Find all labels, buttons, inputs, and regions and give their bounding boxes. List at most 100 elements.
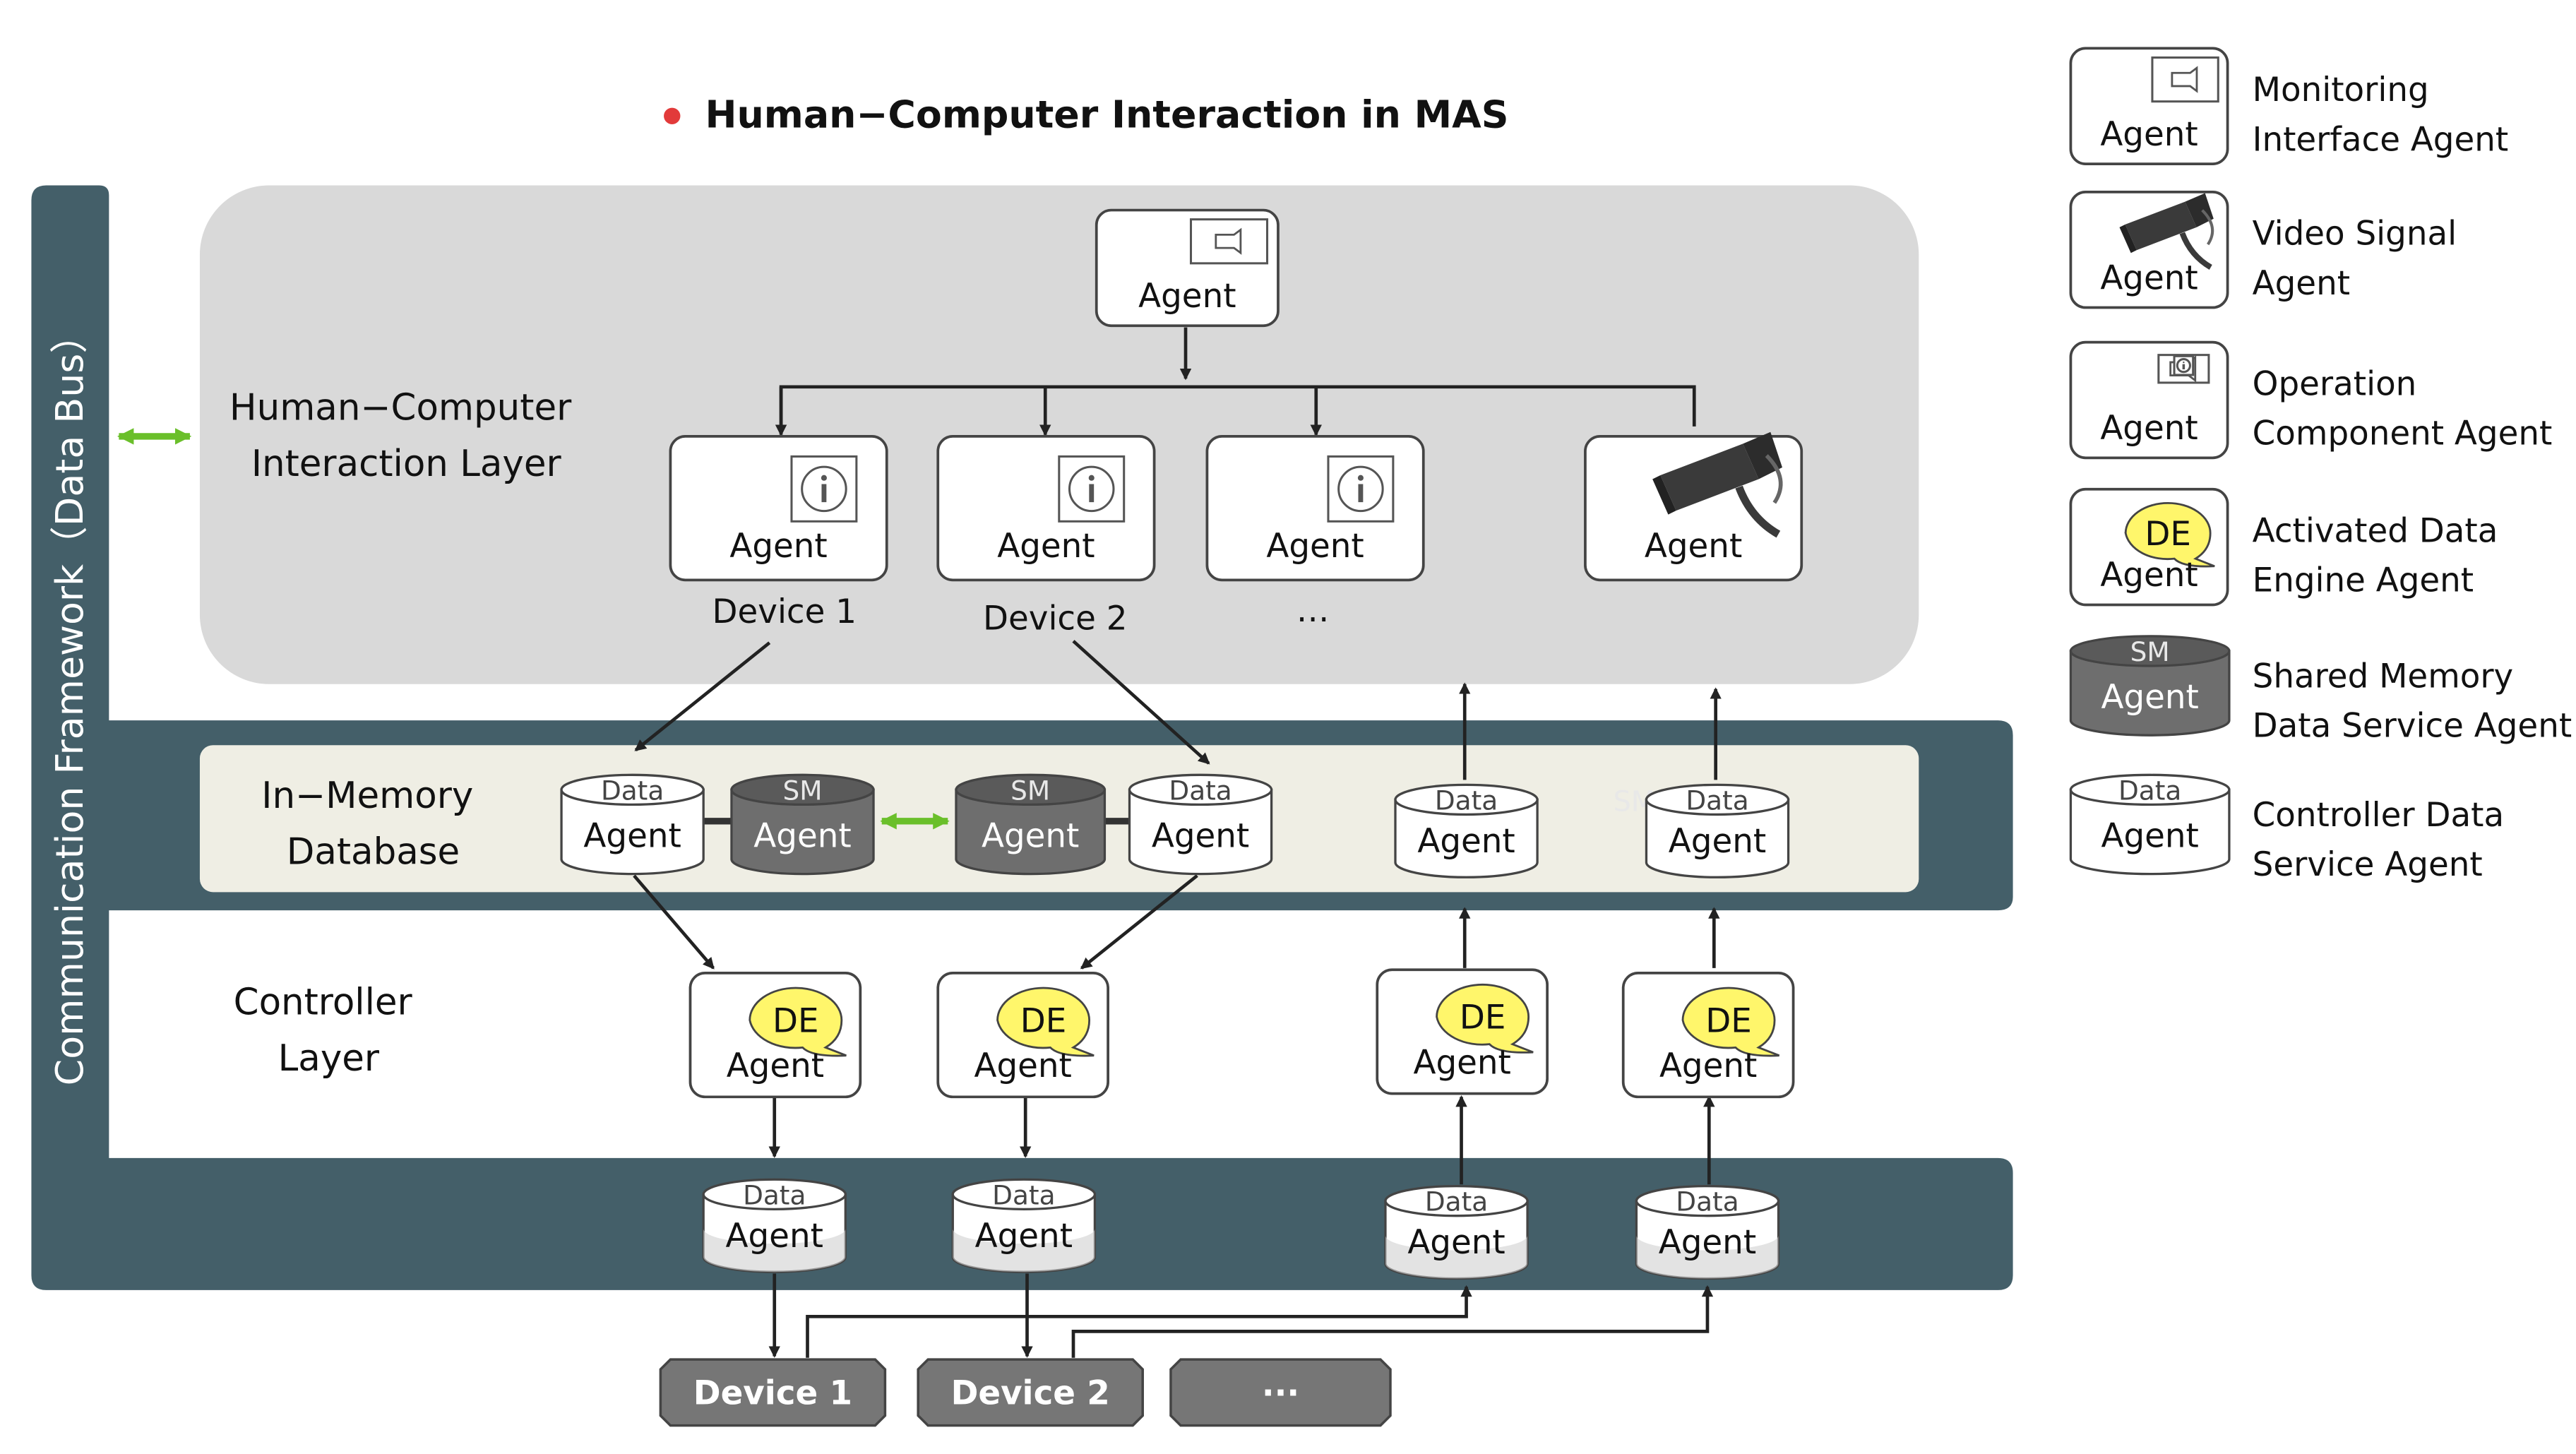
cylinder-top	[955, 773, 1107, 806]
monitor-icon	[2151, 56, 2219, 103]
camera-hood	[1743, 431, 1782, 479]
legend-label-line1: Shared Memory	[2253, 657, 2514, 696]
legend-label-line2: Agent	[2253, 265, 2350, 303]
agent-label: Agent	[2101, 679, 2198, 717]
cylinder-body	[560, 788, 705, 876]
agent-label: Agent	[975, 1217, 1073, 1256]
agent-label: Agent	[753, 818, 851, 856]
info-circle	[1337, 465, 1384, 513]
cylinder-top	[951, 1178, 1097, 1210]
legend-label-line1: Activated Data	[2253, 513, 2498, 551]
video-camera-icon	[1652, 431, 1783, 538]
data-label: Data	[601, 775, 664, 806]
device-label: Device 1	[693, 1374, 852, 1412]
de-badge-text: DE	[1705, 1002, 1752, 1040]
data-label: Data	[2118, 775, 2181, 806]
cylinder-body	[955, 788, 1107, 876]
legend-icon-operation: Agent	[2069, 340, 2229, 460]
cylinder-top	[1128, 773, 1273, 806]
agent-label: Agent	[1138, 278, 1236, 316]
agent-label: Agent	[2100, 259, 2198, 297]
imdb-to-de1-arrow	[633, 874, 715, 970]
legend-label-line2: Engine Agent	[2253, 562, 2474, 600]
data-label: Data	[1676, 1186, 1739, 1217]
legend-label-line2: Data Service Agent	[2253, 708, 2572, 746]
camera-glyph	[1215, 227, 1242, 255]
physical-device-1: Device 1	[659, 1358, 887, 1427]
device2-feedback-line	[1071, 1285, 1714, 1358]
info-dot	[1357, 475, 1364, 481]
legend-label-line2: Interface Agent	[2253, 121, 2509, 159]
legend-label-line2: Component Agent	[2253, 415, 2553, 453]
cylinder-shade	[1636, 1235, 1779, 1279]
cylinder-top	[1394, 783, 1539, 816]
cylinder-shade	[703, 1229, 846, 1273]
cylinder-top	[1384, 1184, 1529, 1217]
device-label: ···	[1262, 1374, 1299, 1412]
legend-label-line1: Operation	[2253, 365, 2417, 403]
cylinder-body	[1128, 788, 1273, 876]
cylinder-top	[2069, 635, 2231, 667]
de-bubble-icon	[749, 987, 847, 1057]
de-bubble-icon	[1681, 987, 1780, 1057]
data-engine-agent-2: DE Agent	[936, 972, 1109, 1099]
cylinder-top	[1635, 1184, 1780, 1217]
agent-label: Agent	[583, 818, 681, 856]
camera-mount	[2179, 232, 2212, 270]
camera-lens	[2119, 224, 2137, 254]
de-bubble-icon	[2124, 502, 2215, 568]
agent-label: Agent	[1152, 818, 1249, 856]
physical-device-2: Device 2	[917, 1358, 1144, 1427]
agent-label: Agent	[1407, 1224, 1505, 1262]
hci-layer-label: Human−Computer Interaction Layer	[229, 387, 583, 486]
data-label: Data	[1425, 1186, 1488, 1217]
operation-agent-device-2: Agent	[936, 435, 1156, 582]
agent-label: Agent	[2100, 556, 2198, 595]
video-signal-agent: Agent	[1584, 431, 1803, 582]
imdb-to-de2-arrow	[1080, 874, 1198, 970]
device-tile	[659, 1358, 887, 1427]
info-circle	[2176, 358, 2191, 374]
video-camera-icon	[2119, 193, 2214, 270]
agent-label: Agent	[727, 1047, 824, 1085]
camera-lens	[1652, 475, 1676, 515]
agent-label: Agent	[982, 818, 1079, 856]
cylinder-top	[702, 1178, 847, 1210]
device2-to-data-arrow	[1072, 640, 1210, 765]
data-bus-label: Communication Framework（Data Bus）	[47, 316, 92, 1085]
info-dot	[821, 475, 827, 481]
legend-label-line2: Service Agent	[2253, 846, 2483, 884]
de-badge-text: DE	[1020, 1002, 1067, 1040]
info-dot	[2183, 361, 2185, 364]
cylinder-top	[730, 773, 875, 806]
agent-label: Agent	[974, 1047, 1071, 1085]
agent-label: Agent	[1659, 1224, 1756, 1262]
data-label: Data	[1169, 775, 1232, 806]
monitoring-interface-agent: Agent	[1095, 208, 1280, 328]
de-badge-text: DE	[2145, 516, 2191, 554]
info-circle	[1068, 465, 1115, 513]
cylinder-body	[1645, 798, 1790, 878]
agent-label: Agent	[2100, 410, 2198, 448]
cylinder-body	[2069, 650, 2231, 737]
info-circle	[801, 465, 847, 513]
agent-label: Agent	[1266, 528, 1364, 566]
camera-cable	[1765, 454, 1783, 504]
